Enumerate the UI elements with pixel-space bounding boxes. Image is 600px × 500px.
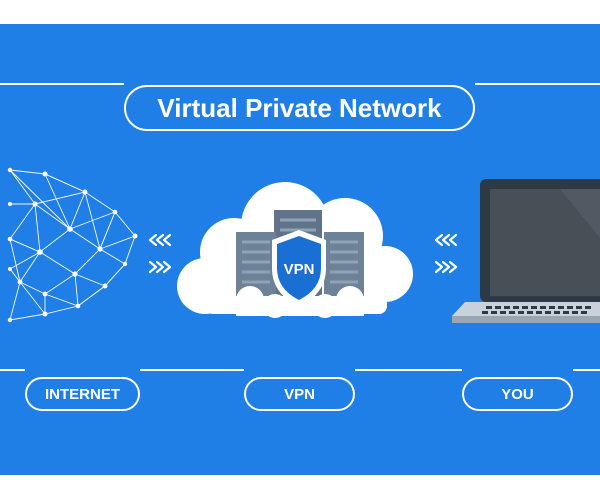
chevron-arrows-icon [148, 233, 172, 274]
connector-lines [0, 83, 600, 371]
internet-label: INTERNET [25, 377, 140, 411]
vpn-label: VPN [244, 377, 355, 411]
network-nodes [7, 167, 138, 323]
you-label: YOU [462, 377, 573, 411]
shield-label: VPN [284, 261, 315, 278]
network-globe-icon [9, 169, 136, 321]
vpn-shield-icon: VPN [272, 230, 326, 306]
vpn-diagram: VPN [0, 24, 600, 475]
laptop-icon [452, 179, 600, 323]
diagram-graphics: VPN [0, 83, 600, 371]
diagram-title: Virtual Private Network [124, 85, 475, 131]
chevron-arrows-icon [434, 233, 458, 274]
